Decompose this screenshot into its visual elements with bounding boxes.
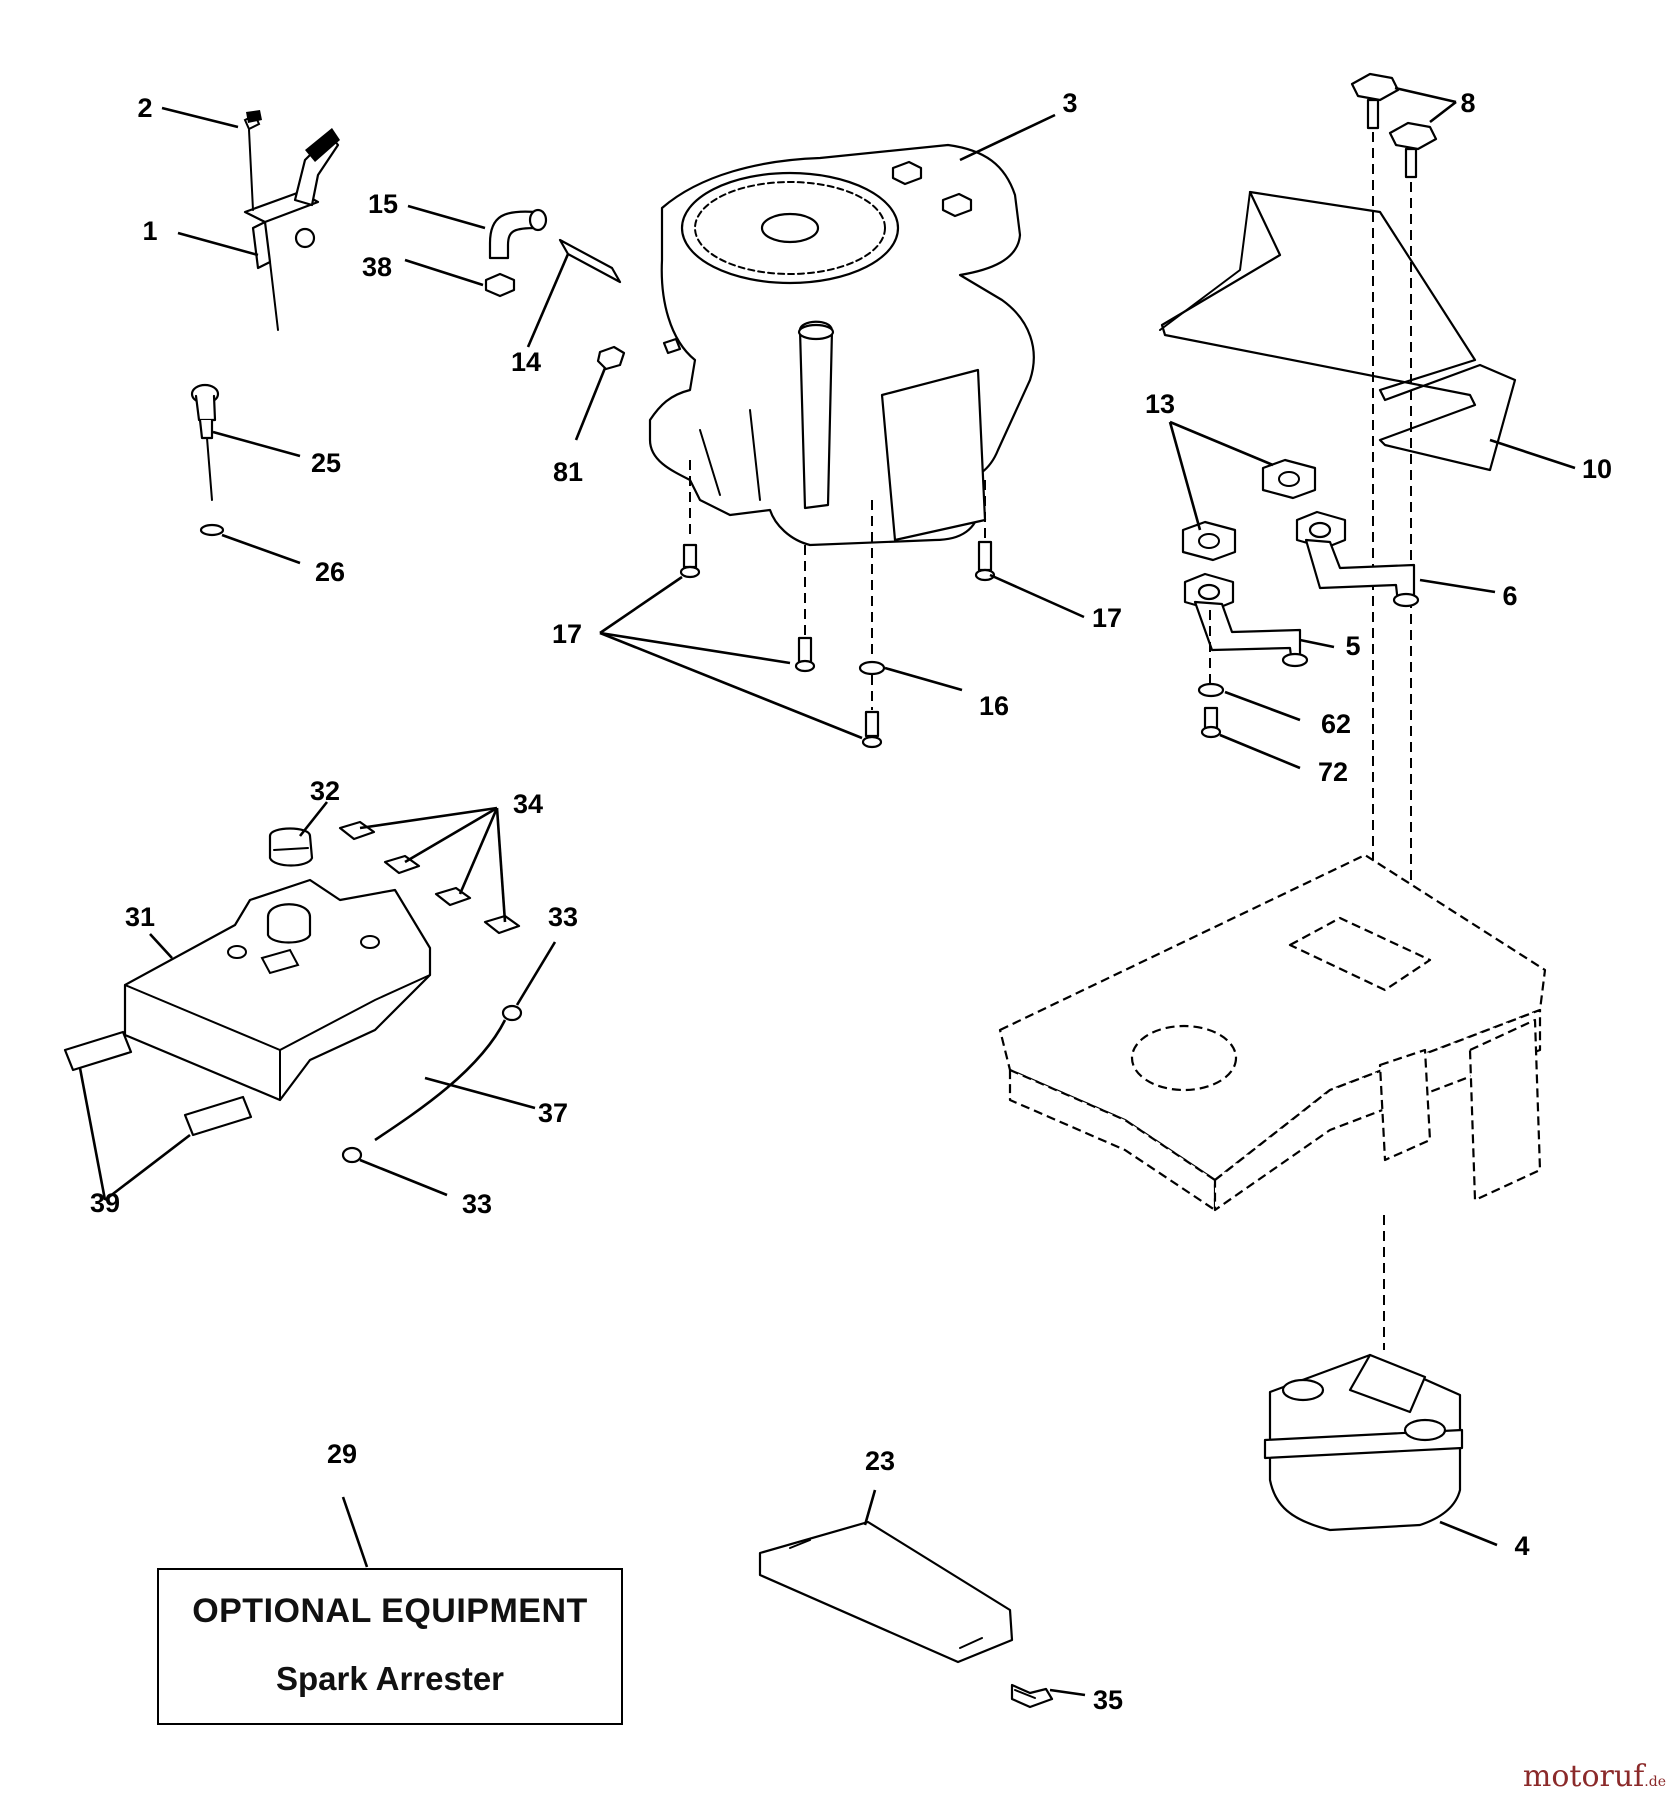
callout-72: 72	[1318, 757, 1348, 787]
callout-14: 14	[511, 347, 541, 377]
callout-17-right: 17	[1092, 603, 1122, 633]
throttle-control-part	[243, 110, 340, 331]
callout-35: 35	[1093, 1685, 1123, 1715]
callout-10: 10	[1582, 454, 1612, 484]
watermark-logo: motoruf.de	[1523, 1759, 1666, 1794]
callout-16: 16	[979, 691, 1009, 721]
callouts: 1 2 3 4 5 6 8 10 13 14 15 16 17 17 23 25…	[90, 88, 1612, 1715]
engine-part	[648, 143, 1035, 547]
callout-6: 6	[1502, 581, 1517, 611]
fuel-fittings-part	[484, 208, 682, 371]
exhaust-pipes-part	[1181, 458, 1420, 739]
callout-23: 23	[865, 1446, 895, 1476]
spark-arrester-part	[758, 1520, 1054, 1709]
engine-bolts-part	[679, 460, 996, 749]
callout-32: 32	[310, 776, 340, 806]
callout-2: 2	[137, 93, 152, 123]
frame-part	[998, 853, 1547, 1350]
callout-15: 15	[368, 189, 398, 219]
callout-33-top: 33	[548, 902, 578, 932]
callout-31: 31	[125, 902, 155, 932]
watermark-tld: .de	[1644, 1774, 1666, 1790]
callout-4: 4	[1514, 1531, 1529, 1561]
callout-33-bottom: 33	[462, 1189, 492, 1219]
callout-81: 81	[553, 457, 583, 487]
watermark-name: motoruf	[1522, 1759, 1645, 1794]
optional-equipment-title: OPTIONAL EQUIPMENT	[192, 1592, 588, 1630]
callout-37: 37	[538, 1098, 568, 1128]
optional-equipment-box: OPTIONAL EQUIPMENT Spark Arrester	[157, 1568, 623, 1725]
muffler-part	[1263, 1353, 1464, 1532]
callout-25: 25	[311, 448, 341, 478]
callout-39: 39	[90, 1188, 120, 1218]
callout-62: 62	[1321, 709, 1351, 739]
choke-knob-part	[190, 383, 225, 537]
optional-equipment-subtitle: Spark Arrester	[275, 1660, 505, 1697]
callout-26: 26	[315, 557, 345, 587]
callout-5: 5	[1345, 631, 1360, 661]
callout-3: 3	[1062, 88, 1077, 118]
fuel-tank-part	[63, 820, 523, 1164]
callout-17-left: 17	[552, 619, 582, 649]
callout-29: 29	[327, 1439, 357, 1469]
callout-34: 34	[513, 789, 543, 819]
leader-lines	[78, 86, 1576, 1697]
callout-13: 13	[1145, 389, 1175, 419]
heat-shield-part	[1159, 72, 1517, 915]
callout-1: 1	[142, 216, 157, 246]
callout-8: 8	[1460, 88, 1475, 118]
callout-38: 38	[362, 252, 392, 282]
